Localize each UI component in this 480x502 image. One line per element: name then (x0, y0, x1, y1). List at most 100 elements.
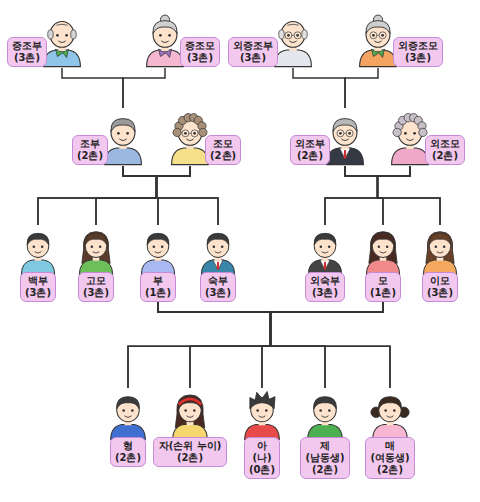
family-line (123, 166, 158, 225)
eye (386, 245, 389, 248)
family-line (325, 166, 378, 225)
head (314, 398, 337, 422)
kinship-label: 백부 (3촌) (20, 272, 56, 302)
mouth (259, 416, 266, 418)
head (366, 22, 390, 48)
eye (117, 132, 120, 135)
person-illustration (196, 225, 240, 275)
eye (256, 409, 259, 412)
family-line (128, 302, 271, 388)
kinship-label: 제(남동생) (2촌) (300, 437, 349, 479)
body (105, 148, 142, 165)
kinship-label: 외조모 (2촌) (425, 135, 465, 165)
hair (71, 30, 77, 39)
head (429, 234, 451, 257)
eye (435, 245, 438, 248)
mouth (437, 252, 444, 253)
hair (314, 233, 336, 245)
glasses (285, 32, 292, 39)
kinship-label: 아(나) (0촌) (244, 437, 280, 479)
hair (429, 233, 451, 245)
eye (91, 245, 94, 248)
eye (393, 409, 396, 412)
mouth (374, 41, 381, 43)
family-line (128, 302, 383, 388)
head (333, 120, 357, 146)
eye (184, 409, 187, 412)
wrinkle (56, 24, 67, 26)
glasses (189, 133, 191, 134)
person-node: 형 (2촌) (105, 388, 151, 467)
family-line (38, 166, 157, 225)
mouth (155, 252, 162, 253)
person-node: 고모 (3촌) (74, 225, 118, 302)
eye (193, 409, 196, 412)
glasses (292, 35, 294, 36)
mouth (58, 41, 65, 43)
hair (302, 30, 308, 39)
person-node: 자(손위 누이) (2촌) (153, 388, 227, 467)
glasses (379, 32, 386, 39)
kinship-label: 조부 (2촌) (72, 135, 108, 165)
hair (393, 128, 401, 136)
eye (287, 34, 290, 37)
eye (213, 245, 216, 248)
mouth (187, 416, 194, 418)
mouth (35, 252, 42, 253)
person-illustration (239, 388, 285, 440)
mouth (125, 416, 132, 418)
eye (221, 245, 224, 248)
hair (419, 128, 427, 136)
kinship-label: 증조부 (3촌) (7, 37, 47, 67)
head (379, 398, 402, 422)
person-node: 매(여동생) (2촌) (365, 388, 414, 479)
mouth (322, 252, 329, 253)
eye (122, 409, 125, 412)
mouth (322, 416, 329, 418)
shirt-front (320, 260, 330, 270)
hair (82, 232, 110, 264)
person-node: 이모 (3촌) (418, 225, 462, 302)
kinship-label: 고모 (3촌) (78, 272, 114, 302)
hair (111, 119, 135, 132)
eye (159, 34, 162, 37)
family-line (96, 166, 190, 225)
eye (381, 34, 384, 37)
person-node: 외조모 (2촌) (387, 108, 465, 166)
head (207, 234, 229, 257)
eye (153, 245, 156, 248)
person-illustration (303, 225, 347, 275)
shirt-front (213, 260, 223, 270)
kinship-label: 외증조모 (3촌) (393, 37, 443, 67)
hair (27, 233, 49, 245)
person-node: 숙부 (3촌) (196, 225, 240, 302)
family-line (345, 68, 378, 108)
eye (193, 132, 196, 135)
person-node: 모 (1촌) (361, 225, 405, 302)
hair (426, 232, 454, 264)
eye (372, 34, 375, 37)
kinship-label: 외숙부 (3촌) (305, 272, 345, 302)
hair (175, 395, 204, 428)
person-illustration (105, 388, 151, 440)
head (117, 398, 140, 422)
tie (344, 150, 347, 159)
person-node: 조모 (2촌) (167, 108, 241, 166)
family-line (190, 302, 383, 388)
body (172, 148, 209, 165)
kinship-label: 형 (2촌) (110, 437, 146, 467)
hair (333, 119, 357, 132)
body (275, 50, 312, 67)
tie (324, 262, 327, 270)
person-node: 조부 (2촌) (72, 108, 146, 166)
family-line (157, 166, 219, 225)
person-node: 외증조모 (3촌) (355, 10, 443, 68)
hair (117, 397, 140, 409)
eye (404, 132, 407, 135)
body (360, 50, 397, 67)
mouth (380, 252, 387, 253)
person-node: 외숙부 (3촌) (303, 225, 347, 302)
hair (153, 21, 177, 34)
glasses (182, 130, 189, 137)
